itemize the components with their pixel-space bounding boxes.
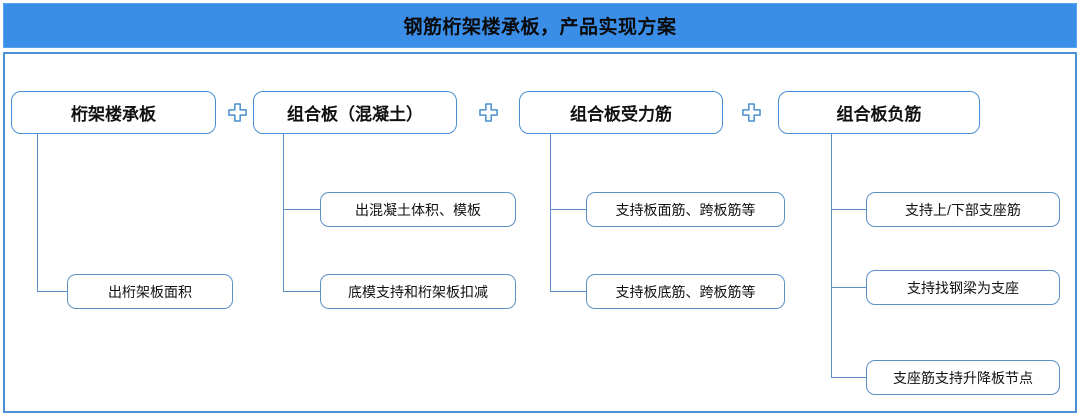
node-col-4-child-3[interactable]: 支座筋支持升降板节点 bbox=[866, 360, 1060, 395]
node-col-1-title[interactable]: 桁架楼承板 bbox=[11, 91, 216, 134]
node-col-4-title[interactable]: 组合板负筋 bbox=[778, 91, 980, 134]
page-title: 钢筋桁架楼承板，产品实现方案 bbox=[403, 17, 677, 38]
header-bar: 钢筋桁架楼承板，产品实现方案 bbox=[3, 3, 1077, 48]
connector-col-4-trunk bbox=[831, 134, 832, 377]
node-col-3-child-2[interactable]: 支持板底筋、跨板筋等 bbox=[586, 274, 785, 309]
connector-col-1-trunk bbox=[37, 134, 38, 291]
node-col-3-child-1[interactable]: 支持板面筋、跨板筋等 bbox=[586, 192, 785, 227]
plus-icon-3 bbox=[742, 103, 761, 122]
node-col-2-child-1[interactable]: 出混凝土体积、模板 bbox=[320, 192, 516, 227]
node-col-3-title[interactable]: 组合板受力筋 bbox=[519, 91, 723, 134]
connector-col-3-branch-2 bbox=[550, 291, 587, 292]
node-col-1-child-1[interactable]: 出桁架板面积 bbox=[67, 274, 233, 309]
connector-col-2-trunk bbox=[283, 134, 284, 291]
node-col-4-child-2[interactable]: 支持找钢梁为支座 bbox=[866, 270, 1060, 305]
connector-col-3-branch-1 bbox=[550, 209, 587, 210]
connector-col-3-trunk bbox=[550, 134, 551, 291]
connector-col-2-branch-1 bbox=[283, 209, 321, 210]
connector-col-1-branch-1 bbox=[37, 291, 68, 292]
connector-col-4-branch-3 bbox=[831, 377, 867, 378]
connector-col-2-branch-2 bbox=[283, 291, 321, 292]
node-col-2-title[interactable]: 组合板（混凝土） bbox=[253, 91, 457, 134]
connector-col-4-branch-1 bbox=[831, 209, 867, 210]
node-col-2-child-2[interactable]: 底模支持和桁架板扣减 bbox=[320, 274, 516, 309]
connector-col-4-branch-2 bbox=[831, 287, 867, 288]
plus-icon-1 bbox=[228, 103, 247, 122]
node-col-4-child-1[interactable]: 支持上/下部支座筋 bbox=[866, 192, 1060, 227]
plus-icon-2 bbox=[479, 103, 498, 122]
